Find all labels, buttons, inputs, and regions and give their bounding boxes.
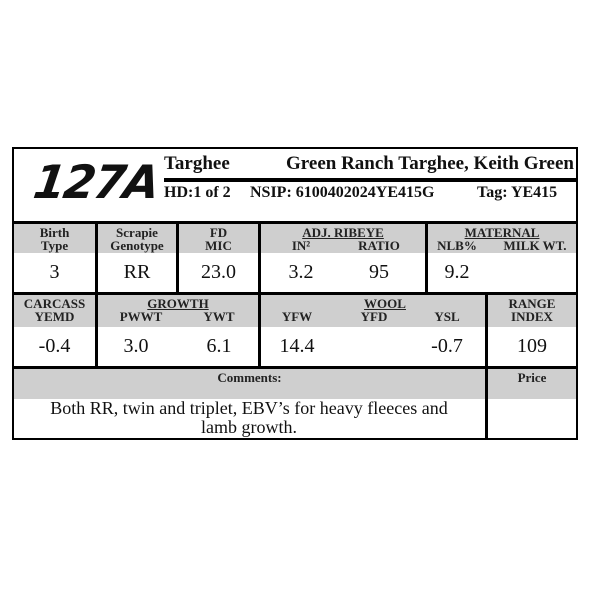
birth-type-label: Birth [39,225,70,240]
divider [14,292,576,295]
index-label: INDEX [511,309,553,324]
in2-value: 3.2 [288,261,314,283]
price-label: Price [517,370,547,385]
ysl-label: YSL [434,309,460,324]
comments-label: Comments: [217,370,282,385]
nlb-label: NLB% [437,238,477,253]
breed: Targhee [164,153,230,174]
tag-id: Tag: YE415 [477,184,558,201]
scrapie-label-2: Genotype [110,238,164,253]
in2-label: IN² [291,238,311,253]
row2-header-band [14,295,576,327]
comments-text: Both RR, twin and triplet, EBV’s for hea… [50,398,448,437]
range-label: RANGE [508,296,556,311]
divider [14,366,576,369]
divider [14,221,576,224]
nsip-id: NSIP: 6100402024YE415G [250,184,435,201]
lot-number: 127A [30,155,162,209]
fd-label: FD [209,225,228,240]
yemd-label: YEMD [34,309,75,324]
fd-mic-value: 23.0 [201,261,236,283]
yfw-label: YFW [281,309,313,324]
birth-type-value: 3 [49,261,60,283]
ratio-label: RATIO [358,238,400,253]
birth-type-label-2: Type [40,238,69,253]
yemd-value: -0.4 [38,335,71,357]
yfw-value: 14.4 [279,335,315,357]
ribeye-label: ADJ. RIBEYE [302,225,384,240]
yfd-label: YFD [360,309,388,324]
comments-header-band [14,369,576,399]
column-divider [258,221,261,366]
milk-label: MILK WT. [503,238,567,253]
column-divider [95,221,98,366]
scrapie-value: RR [123,261,151,283]
maternal-label: MATERNAL [464,225,540,240]
carcass-label: CARCASS [23,296,86,311]
mic-label: MIC [205,238,232,253]
column-divider [176,221,179,295]
ywt-label: YWT [203,309,235,324]
ysl-value: -0.7 [431,335,463,357]
range-index-value: 109 [517,335,547,357]
header-divider [164,178,576,182]
hd-info: HD:1 of 2 [164,184,231,201]
ratio-value: 95 [369,261,389,283]
column-divider [485,292,488,438]
breeder: Green Ranch Targhee, Keith Green [286,153,574,174]
row1-header-band [14,224,576,253]
ywt-value: 6.1 [206,335,232,357]
sale-lot-card: 127A Targhee Green Ranch Targhee, Keith … [12,147,578,440]
column-divider [425,221,428,295]
scrapie-label: Scrapie [116,225,158,240]
growth-label: GROWTH [147,296,209,311]
wool-label: WOOL [364,296,406,311]
pwwt-label: PWWT [119,309,163,324]
pwwt-value: 3.0 [123,335,149,357]
nlb-value: 9.2 [444,261,470,283]
